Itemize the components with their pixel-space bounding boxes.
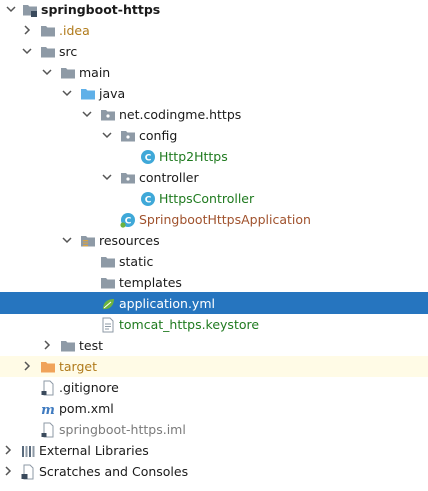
chevron-down-icon[interactable] xyxy=(102,172,112,182)
spring-config-icon xyxy=(100,296,116,312)
tree-node-external-libraries[interactable]: External Libraries xyxy=(0,440,428,461)
tree-node-java[interactable]: java xyxy=(0,83,428,104)
tree-node-keystore[interactable]: tomcat_https.keystore xyxy=(0,314,428,335)
scratches-icon xyxy=(20,464,36,480)
tree-node-http2https[interactable]: C Http2Https xyxy=(0,146,428,167)
svg-text:C: C xyxy=(145,154,152,164)
chevron-down-icon[interactable] xyxy=(42,67,52,77)
tree-node-label: test xyxy=(79,338,104,353)
tree-node-gitignore[interactable]: .gitignore xyxy=(0,377,428,398)
tree-node-main[interactable]: main xyxy=(0,62,428,83)
tree-node-label: External Libraries xyxy=(39,443,149,458)
tree-node-controller[interactable]: controller xyxy=(0,167,428,188)
tree-node-label: HttpsController xyxy=(159,191,255,206)
class-icon: C xyxy=(140,191,156,207)
tree-node-label: Http2Https xyxy=(159,149,228,164)
source-folder-icon xyxy=(80,86,96,102)
svg-text:C: C xyxy=(125,217,132,227)
folder-icon xyxy=(60,338,76,354)
tree-node-label: application.yml xyxy=(119,296,215,311)
tree-node-scratches[interactable]: Scratches and Consoles xyxy=(0,461,428,482)
chevron-down-icon[interactable] xyxy=(22,46,32,56)
folder-icon xyxy=(40,23,56,39)
tree-node-label: templates xyxy=(119,275,182,290)
chevron-down-icon[interactable] xyxy=(102,130,112,140)
resources-folder-icon xyxy=(80,233,96,249)
folder-icon xyxy=(60,65,76,81)
chevron-right-icon[interactable] xyxy=(22,361,32,371)
tree-node-label: pom.xml xyxy=(59,401,114,416)
tree-node-label: main xyxy=(79,65,111,80)
chevron-down-icon[interactable] xyxy=(6,4,16,14)
tree-node-target[interactable]: target xyxy=(0,356,428,377)
chevron-down-icon[interactable] xyxy=(62,235,72,245)
maven-icon: m xyxy=(40,401,56,417)
folder-icon xyxy=(22,2,38,18)
tree-node-config[interactable]: config xyxy=(0,125,428,146)
excluded-folder-icon xyxy=(40,359,56,375)
module-file-icon xyxy=(40,422,56,438)
tree-node-src[interactable]: src xyxy=(0,41,428,62)
tree-node-springboot-https[interactable]: springboot-https xyxy=(0,0,428,20)
folder-icon xyxy=(100,254,116,270)
tree-node-resources[interactable]: resources xyxy=(0,230,428,251)
chevron-right-icon[interactable] xyxy=(3,445,13,455)
tree-node-label: config xyxy=(139,128,178,143)
tree-node-label: tomcat_https.keystore xyxy=(119,317,260,332)
tree-node-label: springboot-https xyxy=(41,2,161,17)
tree-node-label: net.codingme.https xyxy=(119,107,242,122)
package-icon xyxy=(120,128,136,144)
svg-text:C: C xyxy=(145,196,152,206)
file-icon xyxy=(100,317,116,333)
tree-node-label: controller xyxy=(139,170,199,185)
chevron-right-icon[interactable] xyxy=(3,466,13,476)
chevron-down-icon[interactable] xyxy=(62,88,72,98)
tree-node-httpscontroller[interactable]: C HttpsController xyxy=(0,188,428,209)
chevron-right-icon[interactable] xyxy=(42,340,52,350)
tree-node-package[interactable]: net.codingme.https xyxy=(0,104,428,125)
chevron-down-icon[interactable] xyxy=(82,109,92,119)
tree-node-test[interactable]: test xyxy=(0,335,428,356)
tree-node-label: .gitignore xyxy=(59,380,119,395)
tree-node-label: resources xyxy=(99,233,160,248)
libraries-icon xyxy=(20,443,36,459)
tree-node-label: target xyxy=(59,359,98,374)
tree-node-label: static xyxy=(119,254,154,269)
tree-node-label: .idea xyxy=(59,23,90,38)
tree-node-label: src xyxy=(59,44,78,59)
class-icon: C xyxy=(140,149,156,165)
tree-node-springboothttpsapplication[interactable]: C SpringbootHttpsApplication xyxy=(0,209,428,230)
folder-icon xyxy=(100,275,116,291)
tree-node-label: SpringbootHttpsApplication xyxy=(139,212,311,227)
tree-node-iml[interactable]: springboot-https.iml xyxy=(0,419,428,440)
svg-text:m: m xyxy=(41,403,55,417)
tree-node-label: java xyxy=(99,86,126,101)
tree-node-templates[interactable]: templates xyxy=(0,272,428,293)
tree-node-application-yml[interactable]: application.yml xyxy=(0,292,428,314)
folder-icon xyxy=(40,44,56,60)
tree-node-static[interactable]: static xyxy=(0,251,428,272)
tree-node-label: Scratches and Consoles xyxy=(39,464,189,479)
tree-node-idea[interactable]: .idea xyxy=(0,20,428,41)
spring-boot-class-icon: C xyxy=(120,212,136,228)
chevron-right-icon[interactable] xyxy=(22,25,32,35)
tree-node-label: springboot-https.iml xyxy=(59,422,186,437)
package-icon xyxy=(100,107,116,123)
tree-node-pom-xml[interactable]: m pom.xml xyxy=(0,398,428,419)
package-icon xyxy=(120,170,136,186)
gitignore-file-icon xyxy=(40,380,56,396)
